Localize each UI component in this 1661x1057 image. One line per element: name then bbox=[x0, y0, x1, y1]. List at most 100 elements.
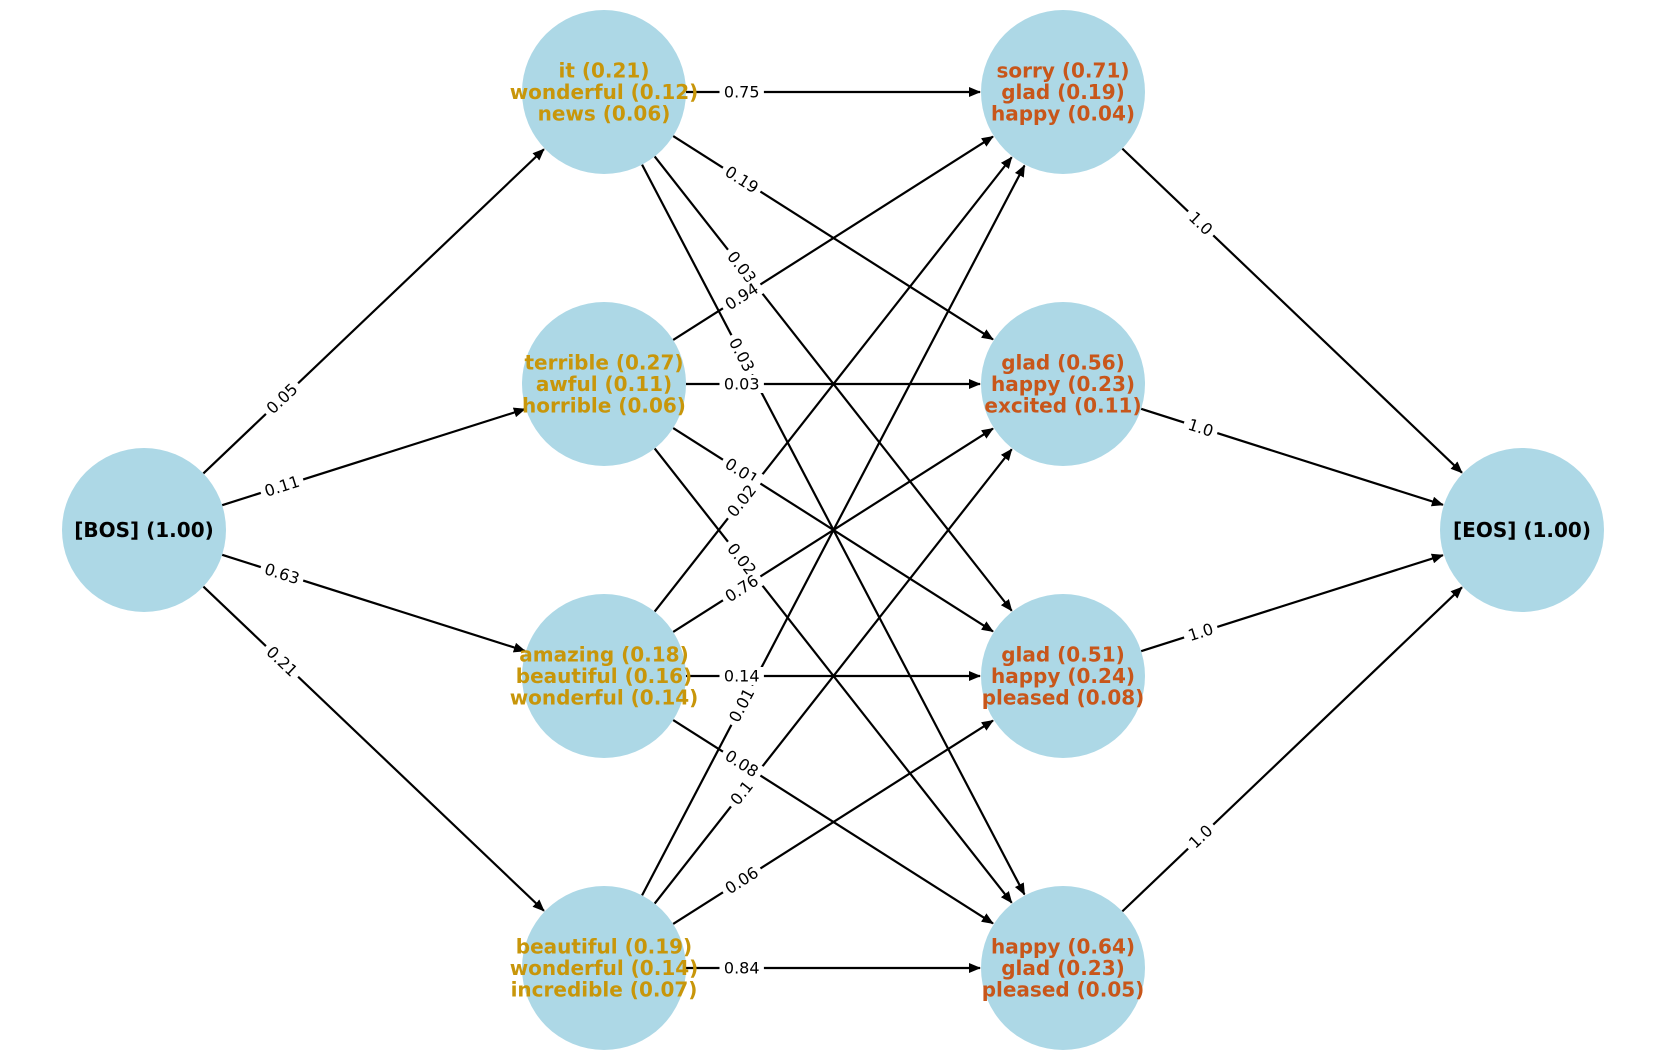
edge-label: 0.01 bbox=[723, 681, 760, 730]
node-l1-3: beautiful (0.19)wonderful (0.14)incredib… bbox=[510, 886, 699, 1050]
edge-label-background bbox=[719, 959, 764, 977]
edge-bos-to-l1-0 bbox=[202, 148, 545, 475]
node-candidate-text: sorry (0.71) bbox=[997, 59, 1130, 83]
edge-label-background bbox=[258, 470, 306, 502]
edge-label: 1.0 bbox=[1181, 618, 1221, 647]
node-candidate-text: wonderful (0.14) bbox=[510, 686, 699, 710]
edge-label-background bbox=[718, 452, 766, 492]
node-eos: [EOS] (1.00) bbox=[1440, 448, 1604, 612]
edge-l1-3-to-l2-0 bbox=[641, 164, 1026, 896]
node-l1-0: it (0.21)wonderful (0.12)news (0.06) bbox=[510, 10, 699, 174]
node-circle bbox=[1440, 448, 1604, 612]
edge-label: 0.11 bbox=[258, 470, 306, 502]
edge-label: 0.05 bbox=[259, 376, 305, 421]
edge-label-background bbox=[258, 558, 306, 590]
edge-label-text: 0.14 bbox=[724, 667, 760, 686]
node-candidate-text: amazing (0.18) bbox=[519, 643, 688, 667]
edge-label: 0.02 bbox=[720, 477, 763, 524]
edge-labels-layer: 0.050.110.630.210.750.190.030.030.940.03… bbox=[258, 83, 1221, 978]
node-candidate-text: happy (0.64) bbox=[991, 935, 1135, 959]
node-candidate-text: pleased (0.08) bbox=[982, 686, 1145, 710]
edge-label: 0.19 bbox=[718, 160, 766, 200]
node-candidate-text: pleased (0.05) bbox=[982, 978, 1145, 1002]
edge-label-background bbox=[723, 773, 760, 813]
edge-label-background bbox=[718, 276, 766, 316]
node-circle bbox=[522, 886, 686, 1050]
node-l2-3: happy (0.64)glad (0.23)pleased (0.05) bbox=[981, 886, 1145, 1050]
edge-l1-2-to-l2-0 bbox=[653, 156, 1013, 613]
node-l1-2: amazing (0.18)beautiful (0.16)wonderful … bbox=[510, 594, 699, 758]
edge-label-text: 0.11 bbox=[262, 472, 302, 501]
edge-label-background bbox=[720, 244, 763, 291]
node-candidate-text: horrible (0.06) bbox=[522, 394, 686, 418]
node-bos: [BOS] (1.00) bbox=[62, 448, 226, 612]
edge-label-background bbox=[718, 568, 766, 608]
edge-label-background bbox=[719, 375, 764, 393]
node-candidate-text: it (0.21) bbox=[558, 59, 649, 83]
node-candidate-text: terrible (0.27) bbox=[524, 351, 683, 375]
edge-label-background bbox=[719, 667, 764, 685]
node-candidate-text: glad (0.56) bbox=[1001, 351, 1125, 375]
node-circle bbox=[981, 594, 1145, 758]
node-candidate-text: [BOS] (1.00) bbox=[74, 518, 214, 542]
node-candidate-text: happy (0.24) bbox=[991, 664, 1135, 688]
edge-label-text: 0.84 bbox=[724, 959, 760, 978]
edge-label-background bbox=[718, 744, 766, 784]
node-candidate-text: wonderful (0.12) bbox=[510, 80, 699, 104]
node-candidate-text: happy (0.23) bbox=[991, 372, 1135, 396]
edge-label-background bbox=[1181, 618, 1221, 647]
edges-layer bbox=[202, 87, 1463, 973]
edge-label: 0.03 bbox=[723, 330, 760, 379]
node-candidate-text: beautiful (0.19) bbox=[516, 935, 692, 959]
node-circle bbox=[522, 10, 686, 174]
node-circle bbox=[981, 302, 1145, 466]
node-candidate-text: beautiful (0.16) bbox=[516, 664, 692, 688]
edge-bos-to-l1-3 bbox=[202, 585, 545, 912]
edge-label-background bbox=[723, 330, 760, 379]
edge-label-background bbox=[720, 477, 763, 524]
node-l1-1: terrible (0.27)awful (0.11)horrible (0.0… bbox=[522, 302, 686, 466]
node-l2-2: glad (0.51)happy (0.24)pleased (0.08) bbox=[981, 594, 1145, 758]
edge-l1-3-to-l2-1 bbox=[653, 448, 1013, 905]
node-l2-0: sorry (0.71)glad (0.19)happy (0.04) bbox=[981, 10, 1145, 174]
node-candidate-text: incredible (0.07) bbox=[511, 978, 698, 1002]
node-circle bbox=[522, 302, 686, 466]
node-candidate-text: glad (0.51) bbox=[1001, 643, 1125, 667]
edge-label-background bbox=[720, 536, 763, 583]
edge-label-background bbox=[1181, 204, 1220, 242]
edge-label: 0.06 bbox=[718, 860, 766, 900]
node-candidate-text: glad (0.23) bbox=[1001, 956, 1125, 980]
nodes-layer: [BOS] (1.00) it (0.21)wonderful (0.12)new… bbox=[62, 10, 1604, 1050]
edge-label-background bbox=[718, 160, 766, 200]
edge-label-background bbox=[259, 639, 305, 684]
edge-label-background bbox=[259, 376, 305, 421]
edge-label-background bbox=[723, 681, 760, 730]
node-candidate-text: awful (0.11) bbox=[536, 372, 672, 396]
node-candidate-text: news (0.06) bbox=[538, 102, 671, 126]
node-candidate-text: wonderful (0.14) bbox=[510, 956, 699, 980]
edge-label: 0.75 bbox=[719, 83, 764, 102]
edge-label: 0.14 bbox=[719, 667, 764, 686]
edge-label-background bbox=[718, 860, 766, 900]
edge-label-background bbox=[719, 83, 764, 101]
edge-label-text: 0.75 bbox=[724, 83, 760, 102]
node-candidate-text: [EOS] (1.00) bbox=[1453, 518, 1591, 542]
node-circle bbox=[522, 594, 686, 758]
node-candidate-text: happy (0.04) bbox=[991, 102, 1135, 126]
node-circle bbox=[981, 886, 1145, 1050]
node-candidate-text: glad (0.19) bbox=[1001, 80, 1125, 104]
node-circle bbox=[62, 448, 226, 612]
edge-label-background bbox=[1181, 413, 1221, 442]
edge-l2-3-to-eos bbox=[1121, 586, 1463, 913]
edge-label: 1.0 bbox=[1181, 413, 1221, 442]
edge-label-background bbox=[1181, 818, 1220, 856]
edge-label: 0.63 bbox=[258, 558, 306, 590]
node-l2-1: glad (0.56)happy (0.23)excited (0.11) bbox=[981, 302, 1145, 466]
node-candidate-text: excited (0.11) bbox=[984, 394, 1141, 418]
edge-label-text: 0.63 bbox=[262, 559, 302, 588]
edge-label: 0.03 bbox=[719, 375, 764, 394]
edge-label-text: 0.03 bbox=[724, 375, 760, 394]
edge-label: 0.84 bbox=[719, 959, 764, 978]
node-circle bbox=[981, 10, 1145, 174]
